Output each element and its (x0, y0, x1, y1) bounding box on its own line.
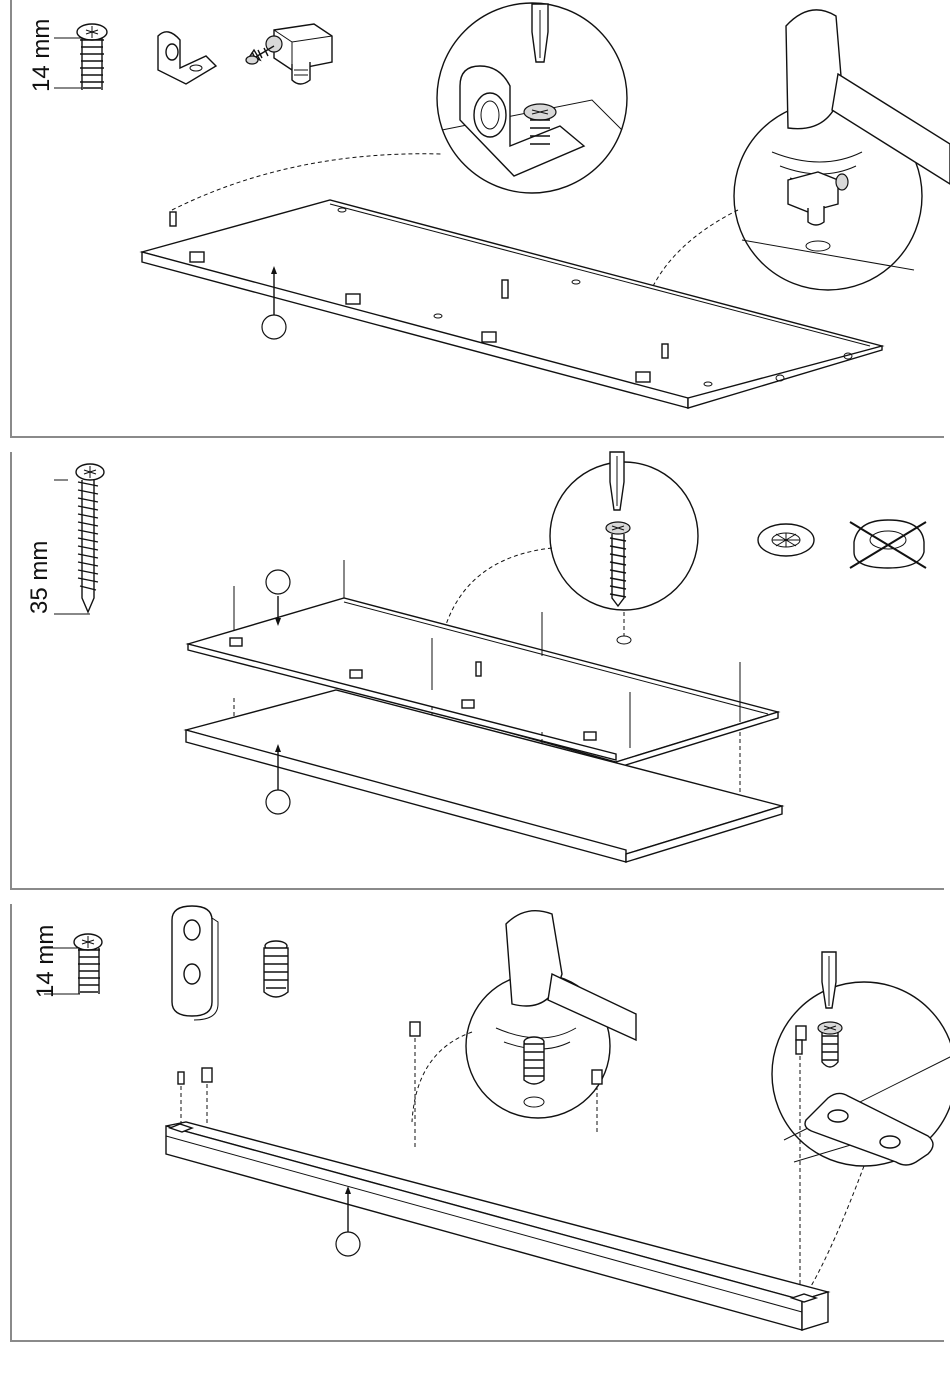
callout-line (412, 1032, 472, 1122)
step-1-illustration (12, 0, 946, 436)
flat-plate-icon (172, 906, 218, 1020)
magnify-screw-detail (550, 452, 698, 610)
long-screw-icon (54, 464, 104, 614)
part-number-circle (262, 315, 286, 339)
magnify-hammer-detail (734, 10, 950, 290)
push-cap-icon (758, 524, 814, 556)
callout-line (442, 548, 552, 638)
part-number-circle (266, 570, 290, 594)
dowel-insert-icon (264, 941, 288, 997)
callout-line (172, 154, 442, 210)
part-number-circle (266, 790, 290, 814)
angle-bracket-icon (158, 32, 216, 84)
screw-icon (54, 24, 107, 90)
assembly-step-3: 14 mm (10, 904, 944, 1342)
magnify-plate-detail (772, 952, 950, 1166)
assembly-step-1: 14 mm (10, 0, 944, 438)
callout-line (810, 1166, 864, 1288)
step-3-illustration (12, 904, 946, 1340)
step-2-illustration (12, 452, 946, 888)
assembly-step-2: 35 mm (10, 452, 944, 890)
screw-icon (44, 934, 102, 994)
magnify-bracket-detail (437, 3, 627, 193)
magnify-hammer-detail (466, 911, 636, 1118)
cam-connector-icon (246, 24, 332, 84)
wrong-cap-icon (850, 520, 926, 568)
part-number-circle (336, 1232, 360, 1256)
